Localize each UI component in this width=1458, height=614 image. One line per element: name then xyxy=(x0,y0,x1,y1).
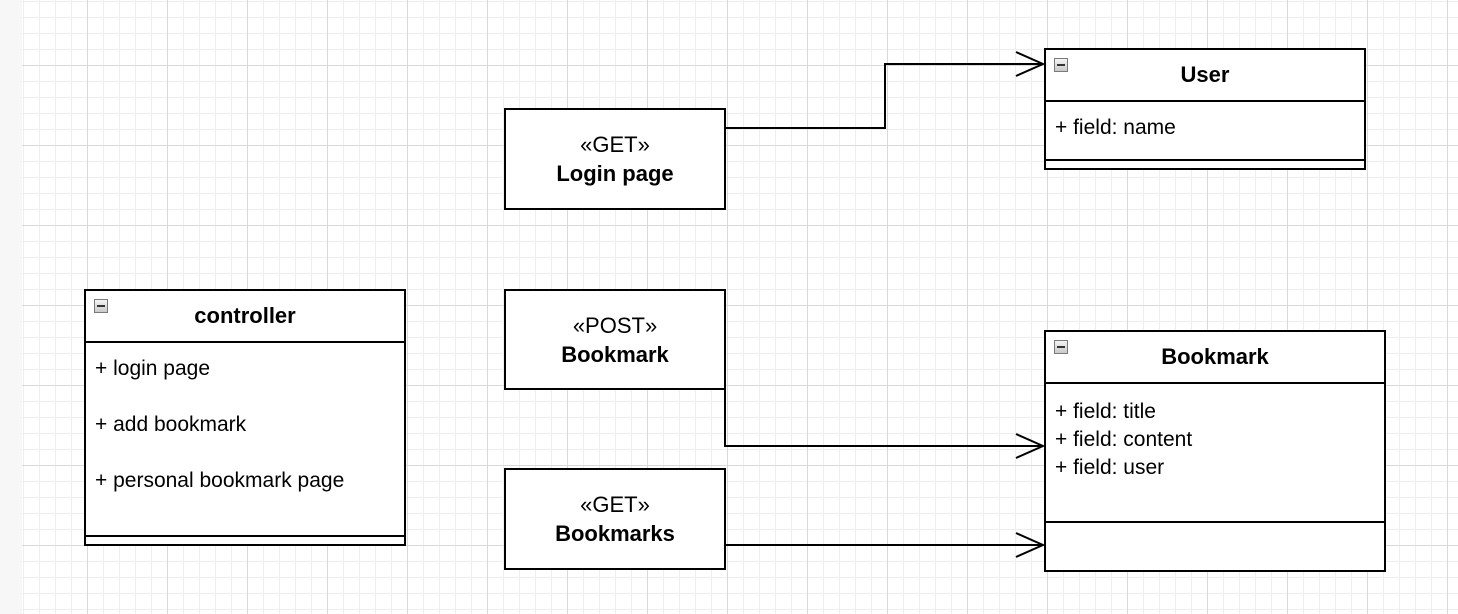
compartment-divider xyxy=(1046,159,1364,161)
edge-login-to-user[interactable] xyxy=(726,63,1043,129)
arrowhead-bookmark-post xyxy=(1015,433,1046,459)
collapse-icon[interactable] xyxy=(1054,58,1068,72)
endpoint-name: Bookmarks xyxy=(555,521,675,546)
attribute-list: + login page + add bookmark + personal b… xyxy=(86,329,404,509)
attribute: + field: name xyxy=(1055,116,1176,139)
attribute: + login page xyxy=(95,357,211,380)
attribute: + field: user xyxy=(1055,456,1165,479)
class-header: User xyxy=(1046,50,1364,102)
attribute-list: + field: title + field: content + field:… xyxy=(1046,384,1384,482)
attribute: + field: content xyxy=(1055,428,1193,451)
endpoint-post-bookmark[interactable]: «POST» Bookmark xyxy=(504,289,726,390)
arrowhead-bookmark-get xyxy=(1015,532,1046,558)
attribute: + field: title xyxy=(1055,400,1156,423)
class-header: controller xyxy=(86,291,404,343)
attribute: + add bookmark xyxy=(95,413,247,436)
class-title: Bookmark xyxy=(1161,344,1269,369)
attribute-list: + field: name xyxy=(1046,102,1364,142)
collapse-icon[interactable] xyxy=(1054,340,1068,354)
endpoint-name: Login page xyxy=(556,161,674,186)
endpoint-name: Bookmark xyxy=(561,341,669,367)
endpoint-stereotype: «GET» xyxy=(580,132,650,157)
edge-post-bookmark-to-bookmark[interactable] xyxy=(724,390,1043,447)
class-user[interactable]: User + field: name xyxy=(1044,48,1366,170)
endpoint-login-page[interactable]: «GET» Login page xyxy=(504,108,726,210)
endpoint-stereotype: «GET» xyxy=(580,492,650,517)
endpoint-stereotype: «POST» xyxy=(572,312,658,338)
compartment-divider xyxy=(1046,521,1384,523)
attribute: + personal bookmark page xyxy=(95,469,345,492)
class-controller[interactable]: controller + login page + add bookmark +… xyxy=(84,289,406,546)
endpoint-get-bookmarks[interactable]: «GET» Bookmarks xyxy=(504,468,726,570)
class-title: controller xyxy=(194,303,296,328)
class-header: Bookmark xyxy=(1046,332,1384,384)
class-title: User xyxy=(1180,62,1230,87)
class-bookmark[interactable]: Bookmark + field: title + field: content… xyxy=(1044,330,1386,572)
compartment-divider xyxy=(86,535,404,537)
collapse-icon[interactable] xyxy=(94,299,108,313)
arrowhead-user xyxy=(1015,51,1046,77)
